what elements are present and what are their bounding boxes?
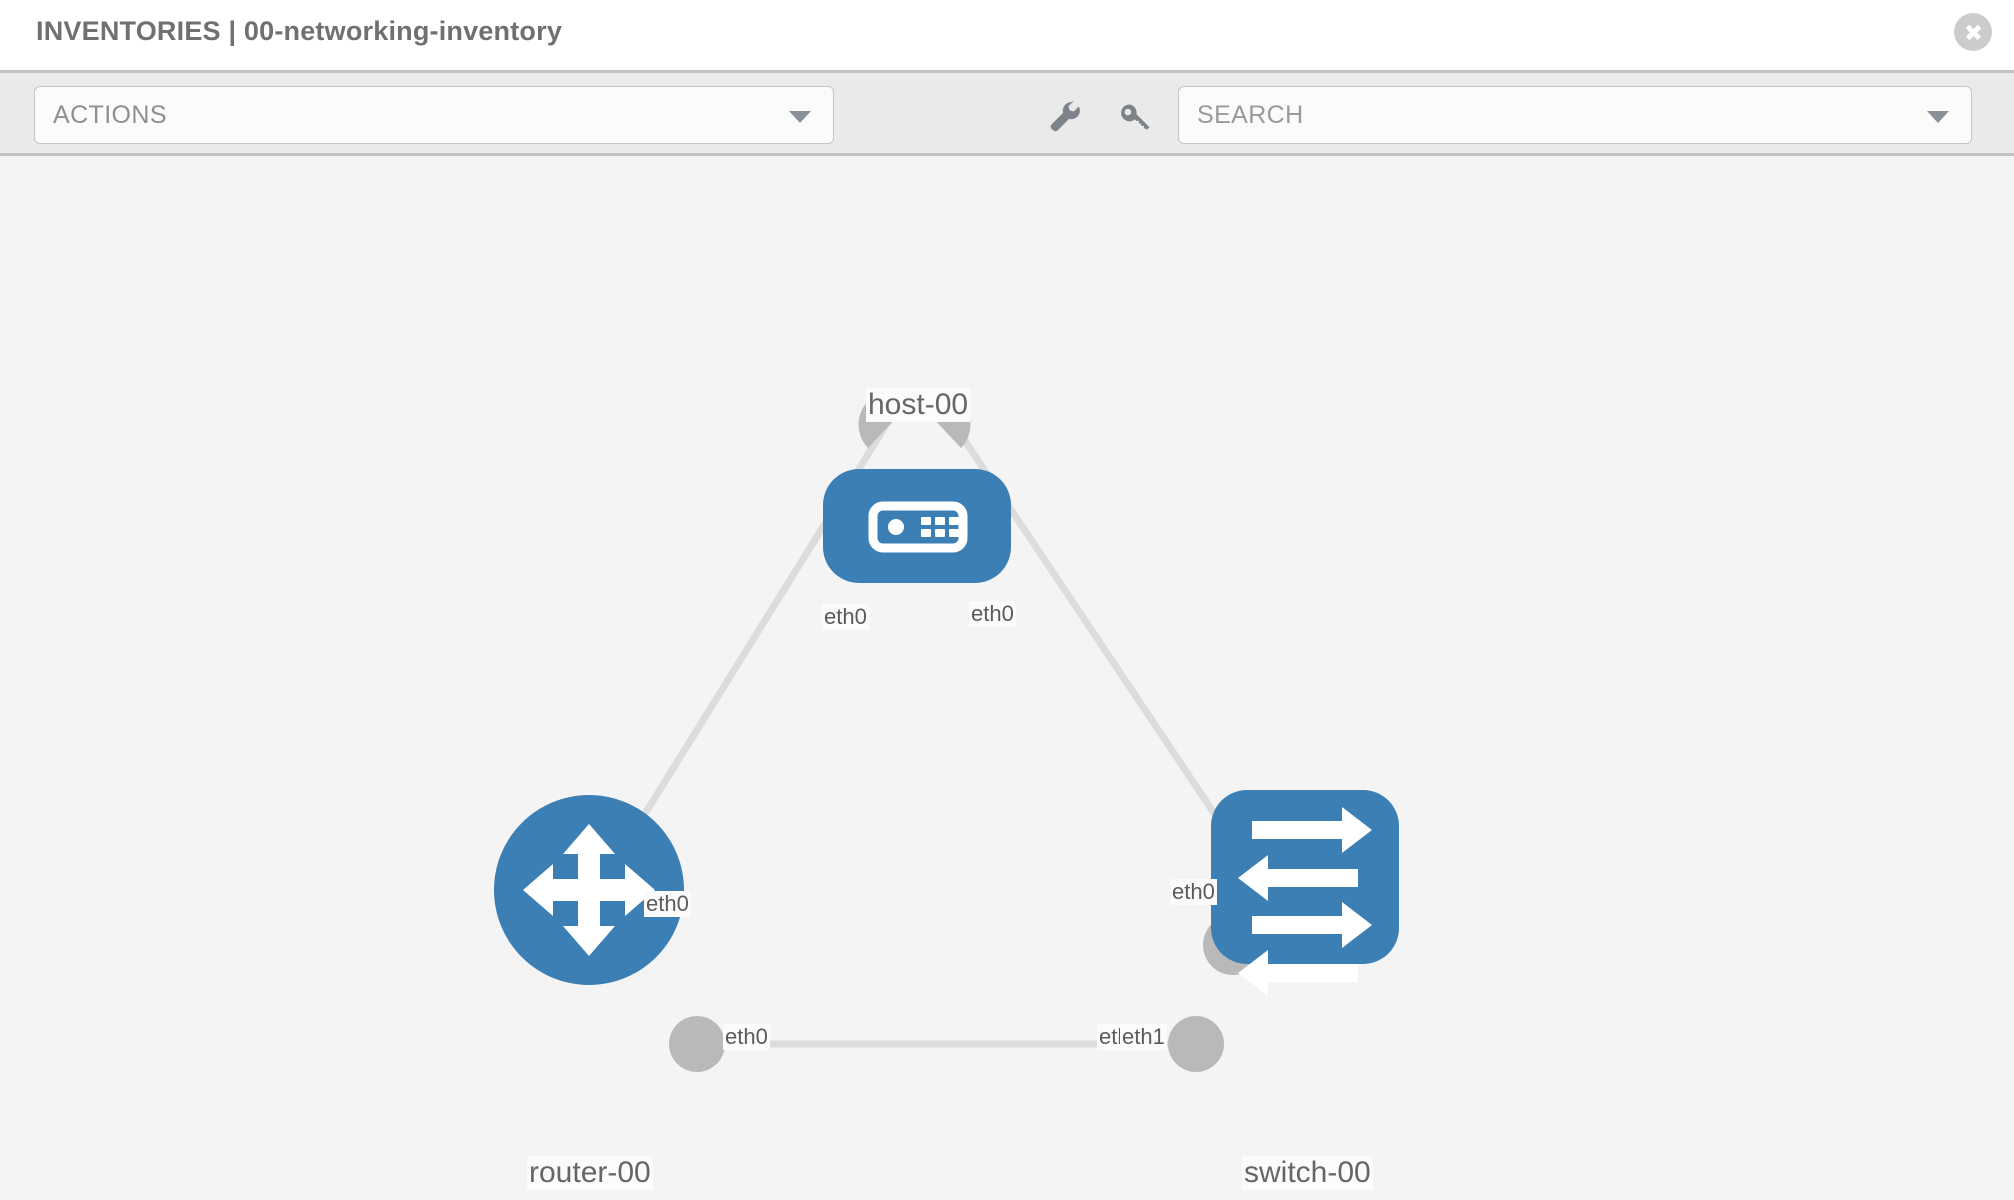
chevron-down-icon [1927, 111, 1949, 123]
topology-graph [494, 396, 1399, 1072]
search-placeholder: SEARCH [1197, 101, 1304, 129]
search-input[interactable]: SEARCH [1178, 86, 1972, 144]
node-switch-00[interactable] [1211, 790, 1399, 996]
interface-label: eth0 [822, 604, 869, 630]
page-title: INVENTORIES | 00-networking-inventory [36, 16, 563, 46]
toolbar: ACTIONS SEARCH [0, 70, 2014, 156]
node-label-router-00: router-00 [527, 1156, 653, 1190]
node-host-00[interactable] [823, 469, 1011, 583]
interface-label: eth0 [1170, 879, 1217, 905]
page-header: INVENTORIES | 00-networking-inventory [0, 0, 2014, 70]
socket-router-right [669, 1016, 725, 1072]
actions-dropdown[interactable]: ACTIONS [34, 86, 834, 144]
topology-canvas[interactable]: host-00 router-00 switch-00 eth0 eth0 et… [0, 156, 2014, 1200]
interface-label: eth1 [1120, 1024, 1167, 1050]
socket-switch-left [1168, 1016, 1224, 1072]
interface-label: eth0 [969, 601, 1016, 627]
switch-arrows-icon [1238, 807, 1372, 996]
router-arrows-icon [523, 824, 655, 956]
key-icon[interactable] [1116, 99, 1152, 135]
server-icon [868, 501, 968, 553]
interface-label: eth0 [644, 891, 691, 917]
node-router-00[interactable] [494, 795, 684, 985]
close-icon[interactable] [1954, 13, 1992, 51]
node-label-switch-00: switch-00 [1242, 1156, 1373, 1190]
wrench-icon[interactable] [1047, 99, 1083, 135]
interface-label: eth0 [723, 1024, 770, 1050]
actions-dropdown-label: ACTIONS [53, 101, 167, 129]
chevron-down-icon [789, 111, 811, 123]
node-label-host-00: host-00 [866, 388, 971, 422]
